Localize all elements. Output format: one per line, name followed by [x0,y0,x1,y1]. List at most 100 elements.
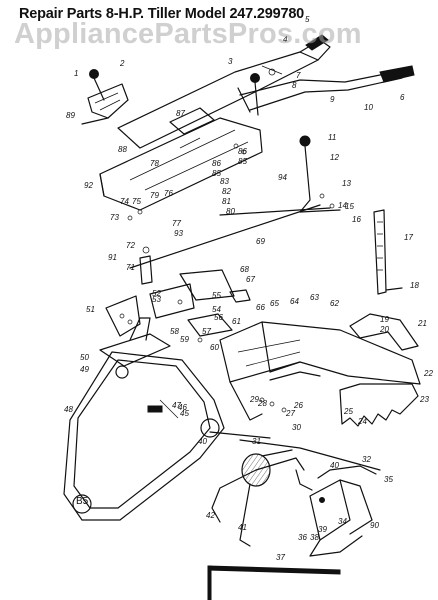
right-tine-assembly [295,465,377,557]
callout-13: 13 [342,179,351,188]
callout-93: 93 [174,229,183,238]
callout-60: 60 [210,343,219,352]
watermark-text: AppliancePartsPros.com [14,18,362,50]
callout-72: 72 [126,241,135,250]
page-edge-mark [207,565,341,575]
callout-28: 28 [257,399,267,408]
callout-39: 39 [318,525,327,534]
callout-86b: 86 [238,147,247,156]
hitch-bracket [349,313,419,351]
callout-16: 16 [352,215,361,224]
callout-92: 92 [84,181,93,190]
callout-90: 90 [370,521,379,530]
page-title: Repair Parts 8-H.P. Tiller Model 247.299… [19,6,305,22]
callout-41: 41 [238,523,247,532]
callout-75: 75 [132,197,141,206]
callout-50: 50 [80,353,89,362]
callout-19: 19 [380,315,389,324]
control-rod [129,204,321,269]
callout-68: 68 [240,265,249,274]
callout-85b: 85 [238,157,247,166]
callout-61: 61 [232,317,241,326]
callout-40b: 40 [198,437,207,446]
callout-85a: 85 [212,169,221,178]
callout-55: 55 [212,291,221,300]
callout-12: 12 [330,153,339,162]
callout-94: 94 [278,173,287,182]
rear-frame-console [99,107,263,211]
callout-80: 80 [226,207,235,216]
callout-11: 11 [328,133,336,142]
callout-52: 52 [152,289,161,298]
callout-88: 88 [118,145,127,154]
lift-bracket [149,269,251,337]
callout-42: 42 [206,511,215,520]
callout-37: 37 [276,553,285,562]
callout-63: 63 [310,293,319,302]
callout-59: 59 [180,335,189,344]
callout-64: 64 [290,297,299,306]
callout-74: 74 [120,197,129,206]
hardware-fasteners [127,143,335,413]
callout-45: 45 [180,409,189,418]
page-edge-mark-bar [207,565,212,600]
callout-2: 2 [119,59,125,68]
callout-9: 9 [330,95,335,104]
callout-6: 6 [400,93,405,102]
callout-27: 27 [285,409,295,418]
clutch-lever [299,135,341,213]
callout-15: 15 [345,202,354,211]
callout-23: 23 [419,395,429,404]
callout-48: 48 [64,405,73,414]
callout-32: 32 [362,455,371,464]
callout-83: 83 [220,177,229,186]
callout-25: 25 [343,407,353,416]
shift-lever-left [81,69,129,125]
callout-91: 91 [108,253,117,262]
callout-89: 89 [66,111,75,120]
throttle-lever [250,65,283,116]
callout-78: 78 [150,159,159,168]
callout-26: 26 [293,401,303,410]
left-tine-assembly [211,449,305,547]
callout-49: 49 [80,365,89,374]
callout-5: 5 [305,15,310,24]
callout-34: 34 [338,517,347,526]
callout-36: 36 [298,533,307,542]
callout-7: 7 [296,71,301,80]
wheel-bracket [105,295,141,337]
callout-1: 1 [74,69,78,78]
callout-66: 66 [256,303,265,312]
callout-29: 29 [249,395,259,404]
callout-77: 77 [172,219,181,228]
callout-69: 69 [256,237,265,246]
callout-46: 46 [178,403,187,412]
callout-10: 10 [364,103,373,112]
diagram-code: B5 [76,496,89,507]
handlebar-assembly [117,34,415,149]
callout-4: 4 [283,35,288,44]
callout-22: 22 [423,369,433,378]
callout-71: 71 [126,263,135,272]
chain-case [63,351,225,521]
callout-35: 35 [384,475,393,484]
callout-62: 62 [330,299,339,308]
callout-58: 58 [170,327,179,336]
callout-76: 76 [164,189,173,198]
callout-47: 47 [172,401,181,410]
callout-73: 73 [110,213,119,222]
callout-87: 87 [176,109,185,118]
callout-86a: 86 [212,159,221,168]
callout-56: 56 [214,313,223,322]
callout-65: 65 [270,299,279,308]
callout-40a: 40 [330,461,339,470]
pivot-lever [139,246,153,285]
callout-53: 53 [152,295,161,304]
callout-14: 14 [338,201,347,210]
tine-shield [219,321,421,427]
callout-17: 17 [404,233,413,242]
callout-8: 8 [292,81,297,90]
callout-30: 30 [292,423,301,432]
